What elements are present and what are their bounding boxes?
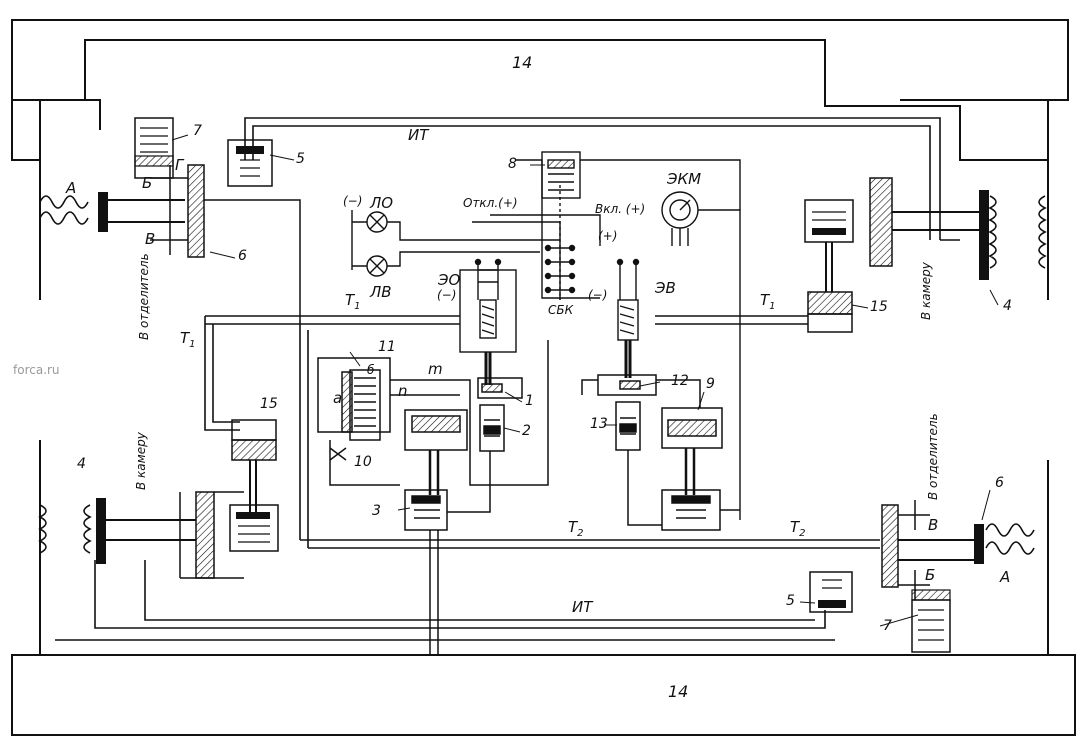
num-10: 10 [354,454,372,470]
label-minus-ev: (−) [588,288,607,302]
label-it-bottom: ИТ [572,598,594,616]
slide-valve-6-left [187,164,205,258]
electrical-circuit [351,151,741,520]
frame-14 [11,19,1076,736]
num-15-left: 15 [260,396,278,412]
pipe-t2 [299,320,880,549]
num-2: 2 [522,423,531,439]
num-7-left: 7 [193,123,202,139]
label-eo: ЭО [437,271,460,289]
piston-4-left [96,498,106,564]
left-top-actuator [39,117,301,320]
label-m-small: m [428,360,443,378]
num-5-right: 5 [786,593,795,609]
label-lv: ЛВ [369,283,392,301]
label-b-small: б [367,363,375,377]
num-8: 8 [508,156,517,172]
label-to-chamber-left: В камеру [134,431,148,490]
label-on-plus: Вкл. (+) [595,202,645,216]
label-a-right: А [999,568,1010,586]
label-it-top: ИТ [408,126,430,144]
left-bottom-actuator [38,419,279,579]
slide-valve-6-right [881,504,899,588]
right-top-actuator [804,177,1047,333]
label-n-small: n [398,382,408,400]
piston-4-right [979,190,989,280]
label-plus: (+) [598,229,617,243]
label-to-separator-right: В отделитель [926,413,940,500]
valve-8 [541,151,581,199]
label-minus-lamps: (−) [343,194,362,208]
label-a-small: а [333,389,342,407]
label-b-left: Б [142,174,152,192]
label-t1-left-side: T1 [180,329,196,350]
valve-15-right [807,291,853,315]
label-lo: ЛО [369,194,393,212]
label-to-separator-left: В отделитель [137,253,151,340]
label-ev: ЭВ [654,279,676,297]
valve-5-right [809,571,853,613]
label-minus-eo: (−) [437,288,456,302]
num-4-right: 4 [1003,298,1012,314]
label-t2-right: T2 [790,518,806,539]
label-to-chamber-right: В камеру [919,261,933,320]
num-11: 11 [378,339,396,355]
watermark: forca.ru [13,363,60,377]
label-v-right: В [928,516,938,534]
piston-a-left [98,192,108,232]
label-t2-left: T2 [568,518,584,539]
num-5-left: 5 [296,151,305,167]
label-t1-right: T1 [760,291,776,312]
pipe-it-bottom [55,560,835,641]
label-b-right: Б [925,566,935,584]
valve-5-left [227,139,273,187]
num-1: 1 [525,393,534,409]
label-off-plus: Откл.(+) [463,196,518,210]
label-v-left: В [145,230,155,248]
frame-label-top: 14 [512,53,532,72]
num-9: 9 [706,376,715,392]
leader-lines [171,134,999,627]
frame-label-bottom: 14 [668,682,688,701]
num-13: 13 [590,416,608,432]
num-6-right: 6 [995,475,1004,491]
num-3: 3 [372,503,381,519]
label-ekm: ЭКМ [666,170,701,188]
label-g-left: Г [175,156,185,174]
pipe-t1 [204,315,808,431]
num-4-left: 4 [77,456,86,472]
central-valves [317,340,740,655]
pipe-it-top [244,117,960,241]
label-a-left: А [65,179,76,197]
label-sbk: СБК [548,303,574,317]
right-bottom-actuator [809,500,1035,653]
num-15-right: 15 [870,299,888,315]
num-6-left: 6 [238,248,247,264]
num-12: 12 [671,373,689,389]
valve-15-left [231,439,277,461]
num-7-right: 7 [883,618,892,634]
label-t1-left-top: T1 [345,291,361,312]
